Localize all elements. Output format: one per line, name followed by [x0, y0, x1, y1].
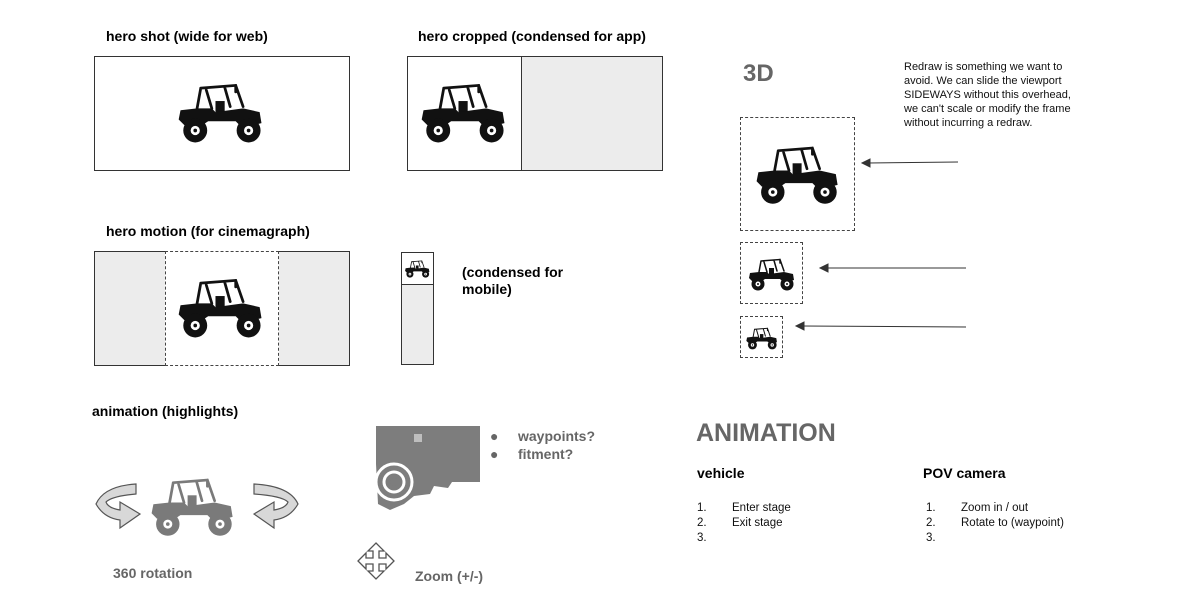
- zoom-label: Zoom (+/-): [415, 568, 484, 584]
- pov-camera-list: 1.Zoom in / out 2.Rotate to (waypoint) 3…: [926, 501, 1064, 546]
- rotation-label: 360 rotation: [113, 565, 193, 581]
- mobile-strip-frame: [401, 252, 434, 365]
- rotate-right-arrow-icon: [252, 483, 299, 530]
- utv-vehicle-icon: [148, 474, 238, 540]
- animation-title: ANIMATION: [696, 419, 836, 447]
- bullet-icon: ●: [490, 446, 499, 462]
- hero-shot-frame: [94, 56, 350, 171]
- list-item: 2.Exit stage: [697, 517, 783, 529]
- three-d-frame-medium: [740, 242, 803, 304]
- hero-motion-label: hero motion (for cinemagraph): [106, 223, 310, 239]
- zoom-bullets: ●waypoints? ●fitment?: [490, 428, 596, 462]
- list-item: 1.Zoom in / out: [926, 502, 1029, 514]
- hero-motion-frame: [94, 251, 350, 366]
- hero-shot-label: hero shot (wide for web): [106, 28, 268, 44]
- condensed-mobile-label: (condensed for mobile): [462, 264, 564, 297]
- rotate-left-arrow-icon: [95, 483, 142, 530]
- three-d-note: Redraw is something we want to avoid. We…: [904, 61, 1071, 129]
- animation-highlights-label: animation (highlights): [92, 403, 239, 419]
- list-item: 3.: [926, 532, 936, 544]
- three-d-title: 3D: [743, 60, 774, 87]
- three-d-frame-small: [740, 316, 783, 358]
- move-arrows-icon: [357, 542, 395, 580]
- pov-camera-heading: POV camera: [923, 465, 1006, 481]
- bullet-icon: ●: [490, 428, 499, 444]
- zoom-crop-image: [374, 426, 480, 510]
- vehicle-list: 1.Enter stage 2.Exit stage 3.: [697, 501, 791, 546]
- list-item: 3.: [697, 532, 707, 544]
- three-d-frame-large: [740, 117, 855, 231]
- vehicle-heading: vehicle: [697, 465, 745, 481]
- list-item: 2.Rotate to (waypoint): [926, 517, 1064, 529]
- hero-cropped-label: hero cropped (condensed for app): [418, 28, 646, 44]
- list-item: 1.Enter stage: [697, 502, 791, 514]
- hero-cropped-frame: [407, 56, 663, 171]
